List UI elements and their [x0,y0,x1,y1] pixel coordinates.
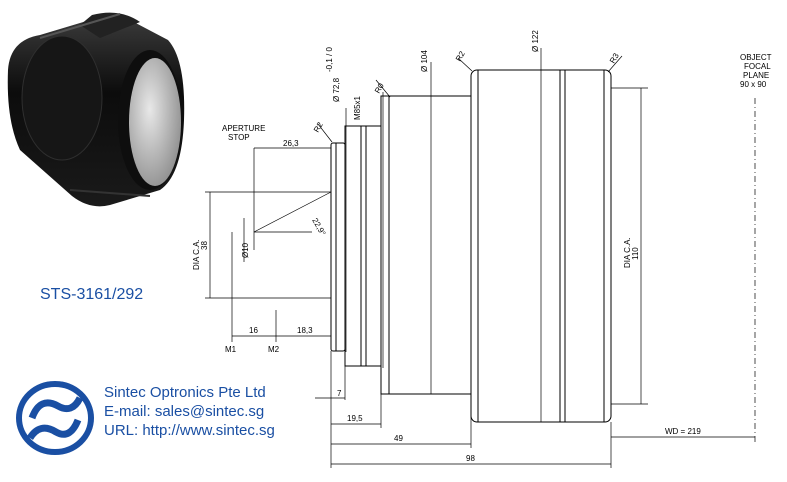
label-m2: M2 [268,345,280,354]
dim-phi10: Ø10 [241,242,250,258]
company-name: Sintec Optronics Pte Ltd [104,384,266,401]
product-model: STS-3161/292 [40,286,144,303]
dia-ca-38-label: DIA C.A. [192,239,201,270]
dim-tolerance: -0,1 / 0 [325,47,334,72]
dia-ca-110-value: 110 [631,247,640,260]
label-m1: M1 [225,345,237,354]
dim-phi72-8: Ø 72,8 [332,77,341,102]
dim-r2-a: R2 [312,120,325,134]
dia-ca-38-value: 38 [200,241,209,250]
dim-wd: WD = 219 [665,427,701,436]
drawing-labels: APERTURE STOP 26,3 22,9° Ø10 16 18,3 M1 … [192,30,772,463]
dim-angle: 22,9° [310,217,327,238]
ofp-label-1: OBJECT [740,53,772,62]
dim-26-3: 26,3 [283,139,299,148]
dim-19-5: 19,5 [347,414,363,423]
dim-m85: M85x1 [353,95,362,120]
dim-49: 49 [394,434,403,443]
dim-r0: R0 [373,81,386,95]
dimension-lines [205,48,756,468]
aperture-label-1: APERTURE [222,124,265,133]
company-url[interactable]: URL: http://www.sintec.sg [104,422,275,439]
sintec-logo-icon [16,381,94,455]
ofp-label-3: PLANE [743,71,769,80]
lens-cross-section [330,69,612,423]
dim-18-3: 18,3 [297,326,313,335]
dia-ca-110-label: DIA C.A. [623,237,632,268]
dim-phi104: Ø 104 [420,50,429,72]
dim-r3: R3 [608,51,621,65]
aperture-label-2: STOP [228,133,250,142]
lens-photo [7,12,185,207]
dim-r2-b: R2 [454,49,467,63]
company-info: Sintec Optronics Pte Ltd E-mail: sales@s… [104,383,275,440]
dim-phi122: Ø 122 [531,30,540,52]
ofp-label-2: FOCAL [744,62,771,71]
dim-16: 16 [249,326,258,335]
dim-98: 98 [466,454,475,463]
company-email[interactable]: E-mail: sales@sintec.sg [104,403,265,420]
ofp-label-4: 90 x 90 [740,80,767,89]
dim-7: 7 [337,389,342,398]
